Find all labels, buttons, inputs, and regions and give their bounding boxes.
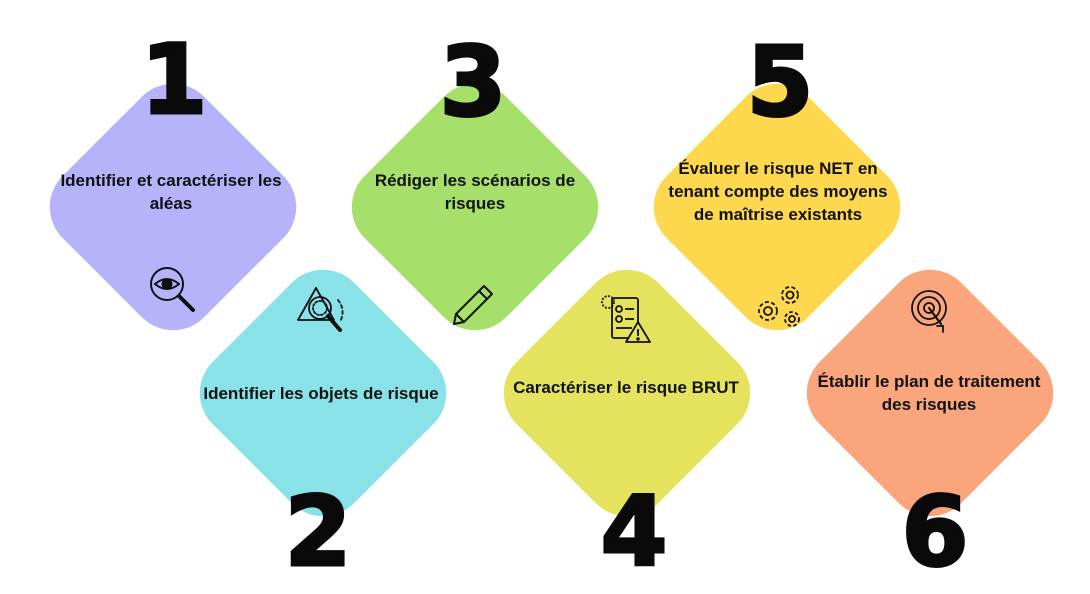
step-1-number: 1 xyxy=(139,24,209,136)
step-3-number: 3 xyxy=(438,26,508,138)
step-3-label: Rédiger les scénarios de risques xyxy=(374,171,576,213)
step-6-label: Établir le plan de traitement des risque… xyxy=(817,372,1041,414)
step-4-number: 4 xyxy=(599,476,669,588)
step-5-label: Évaluer le risque NET en tenant compte d… xyxy=(668,159,888,224)
magnifier-eye-icon xyxy=(145,262,201,318)
step-6-diamond xyxy=(788,251,1072,535)
step-1-label: Identifier et caractériser les aléas xyxy=(60,171,282,213)
step-2-number: 2 xyxy=(283,476,353,588)
step-1-diamond xyxy=(31,65,315,349)
target-icon xyxy=(903,284,959,340)
step-5-diamond xyxy=(635,65,919,349)
pencil-icon xyxy=(446,278,502,334)
step-6-number: 6 xyxy=(900,476,970,588)
step-4-label: Caractériser le risque BRUT xyxy=(513,378,739,397)
step-2-label: Identifier les objets de risque xyxy=(203,384,439,403)
risk-document-icon xyxy=(598,292,654,348)
step-2-diamond xyxy=(181,251,465,535)
warning-magnifier-icon xyxy=(296,284,352,340)
step-4-diamond xyxy=(485,251,769,535)
gears-icon xyxy=(750,279,806,335)
step-3-diamond xyxy=(333,65,617,349)
step-5-number: 5 xyxy=(745,26,815,138)
